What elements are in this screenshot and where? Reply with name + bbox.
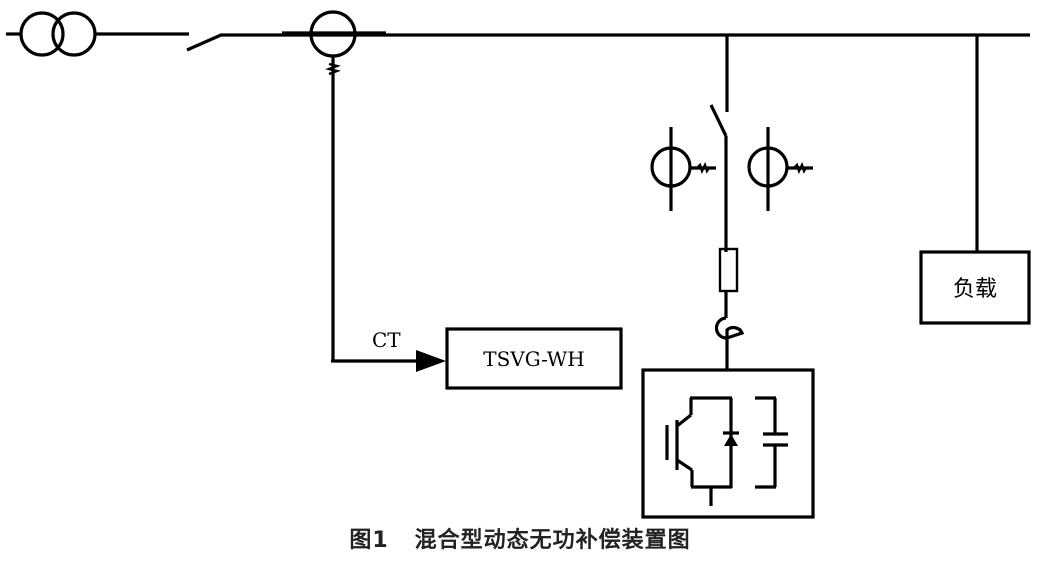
- controller-label: TSVG-WH: [483, 347, 585, 371]
- main-ct-icon: [309, 10, 357, 361]
- igbt-icon: [665, 396, 732, 506]
- tsvg-controller-box[interactable]: TSVG-WH: [445, 327, 623, 390]
- ct-label: CT: [372, 328, 401, 352]
- igbt-capacitor-module[interactable]: [641, 368, 815, 519]
- double-circle-transformer-icon: [19, 11, 97, 57]
- main-bus: [6, 31, 1030, 37]
- arrow-icon: [416, 350, 446, 372]
- branch-switch-blade: [709, 104, 728, 137]
- diode-icon: [723, 398, 739, 488]
- reactor-icon: [714, 316, 745, 340]
- load-box[interactable]: 负载: [919, 250, 1031, 325]
- main-switch-icon: [186, 33, 222, 52]
- branch-ct-right-icon: [747, 127, 813, 211]
- ct-signal-line: [331, 350, 446, 372]
- figure-title: 混合型动态无功补偿装置图: [414, 528, 691, 553]
- figure-number: 图1: [349, 528, 389, 553]
- branch-ct-left-icon: [650, 127, 716, 211]
- fuse-icon: [718, 247, 739, 293]
- branch-feeder: [709, 35, 729, 369]
- load-label: 负载: [953, 277, 997, 302]
- capacitor-icon: [755, 396, 788, 489]
- figure-caption: 图1 混合型动态无功补偿装置图: [0, 522, 1040, 554]
